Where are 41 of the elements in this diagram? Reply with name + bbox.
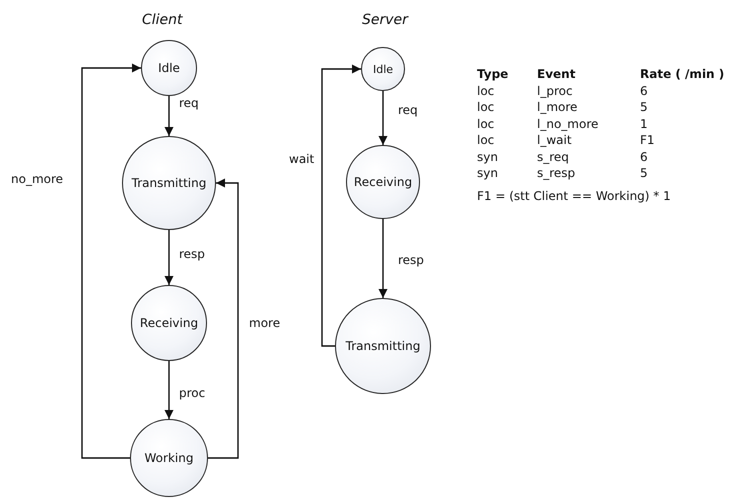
table-header: Type [477, 67, 508, 81]
state-circle [361, 47, 405, 91]
table-cell: 6 [640, 150, 648, 164]
table-cell: loc [477, 84, 494, 98]
table-cell: l_wait [537, 133, 572, 147]
state-name: Idle [372, 62, 394, 76]
table-cell: l_proc [537, 84, 573, 98]
table-header: Rate ( /min ) [640, 67, 724, 81]
diagram-heading: Server [362, 12, 408, 28]
transition-arrow [164, 96, 174, 136]
table-cell: s_req [537, 150, 569, 164]
state-name: Transmitting [346, 339, 420, 353]
table-cell: loc [477, 100, 494, 114]
transition-arrow [81, 64, 141, 459]
table-header: Event [537, 67, 576, 81]
table-cell: l_no_more [537, 116, 598, 130]
transition-arrow [378, 91, 388, 145]
table-cell: F1 [640, 133, 655, 147]
table-cell: loc [477, 133, 494, 147]
transition-arrow [321, 64, 361, 347]
table-cell: l_more [537, 100, 578, 114]
state-name: Receiving [354, 175, 412, 189]
state-name: Working [144, 451, 194, 465]
table-cell: 6 [640, 84, 648, 98]
table-cell: 5 [640, 100, 648, 114]
table-cell: syn [477, 166, 498, 180]
table-cell: syn [477, 150, 498, 164]
transition-arrow [164, 361, 174, 419]
table-cell: 1 [640, 116, 648, 130]
rate-formula: F1 = (stt Client == Working) * 1 [477, 189, 671, 203]
transition-arrow [208, 178, 239, 459]
edge-label: wait [288, 152, 316, 166]
state-name: Receiving [140, 316, 198, 330]
transition-arrow [164, 230, 174, 285]
table-cell: loc [477, 116, 494, 130]
diagram-heading: Client [142, 12, 183, 28]
state-name: Idle [158, 61, 180, 75]
table-cell: s_resp [537, 166, 576, 180]
table-cell: 5 [640, 166, 648, 180]
state-name: Transmitting [132, 176, 206, 190]
transition-arrow [378, 219, 388, 298]
